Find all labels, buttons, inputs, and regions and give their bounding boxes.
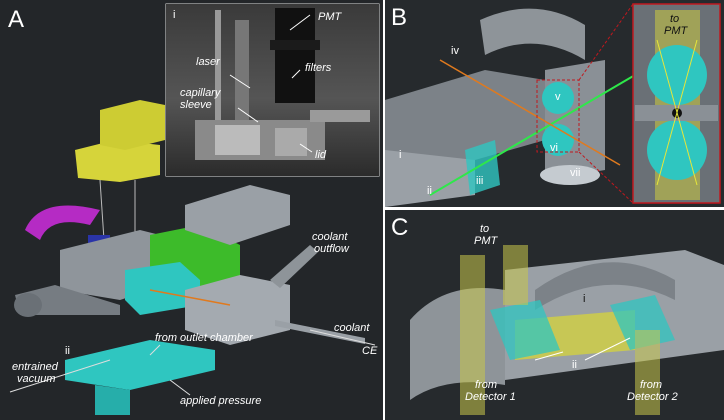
b-label-iii: iii xyxy=(476,175,484,187)
applied-pressure-label: applied pressure xyxy=(180,395,262,407)
b-label-ii: ii xyxy=(427,185,432,197)
panel-c-letter: C xyxy=(391,214,409,241)
entrained-vacuum-label-1: entrained xyxy=(12,361,58,373)
panel-b-letter: B xyxy=(391,4,408,31)
b-label-i: i xyxy=(399,149,402,161)
inset-i-marker: i xyxy=(173,9,176,21)
pmt-label: PMT xyxy=(318,11,342,23)
c-label-ii: ii xyxy=(572,359,577,371)
inset-ii-marker: ii xyxy=(65,345,70,357)
c-det2-1: from xyxy=(640,379,662,391)
capillary-sleeve-label-2: sleeve xyxy=(180,99,212,111)
from-outlet-label: from outlet chamber xyxy=(155,332,253,344)
coolant-outflow-label-2: outflow xyxy=(314,243,349,255)
b-label-vi: vi xyxy=(550,142,558,154)
coolant-label: coolant xyxy=(334,322,370,334)
panel-b: B i ii iii iv v vi vii to PMT xyxy=(385,0,724,207)
ce-label: CE xyxy=(362,345,378,357)
c-det2-2: Detector 2 xyxy=(627,391,678,403)
capillary-sleeve-label-1: capillary xyxy=(180,87,221,99)
panel-a-illustration xyxy=(9,3,380,415)
panel-c-illustration xyxy=(410,245,724,415)
lid-label: lid xyxy=(315,149,327,161)
c-det1-1: from xyxy=(475,379,497,391)
b-to-pmt-1: to xyxy=(670,13,680,25)
b-label-v: v xyxy=(555,91,561,103)
filters-label: filters xyxy=(305,62,332,74)
panel-a: A i PMT laser filters capillary sleeve l… xyxy=(0,0,383,420)
b-label-iv: iv xyxy=(451,45,459,57)
c-label-i: i xyxy=(583,293,586,305)
c-to-pmt-1: to xyxy=(480,223,490,235)
panel-c: C to PMT i ii from Detector 1 from Detec… xyxy=(385,210,724,420)
c-to-pmt-2: PMT xyxy=(474,235,498,247)
panel-a-letter: A xyxy=(8,6,25,33)
c-det1-2: Detector 1 xyxy=(465,391,516,403)
coolant-outflow-label-1: coolant xyxy=(312,231,348,243)
laser-label: laser xyxy=(196,56,220,68)
entrained-vacuum-label-2: vacuum xyxy=(17,373,56,385)
b-label-vii: vii xyxy=(570,167,581,179)
b-to-pmt-2: PMT xyxy=(664,25,688,37)
panel-b-illustration xyxy=(385,3,721,207)
